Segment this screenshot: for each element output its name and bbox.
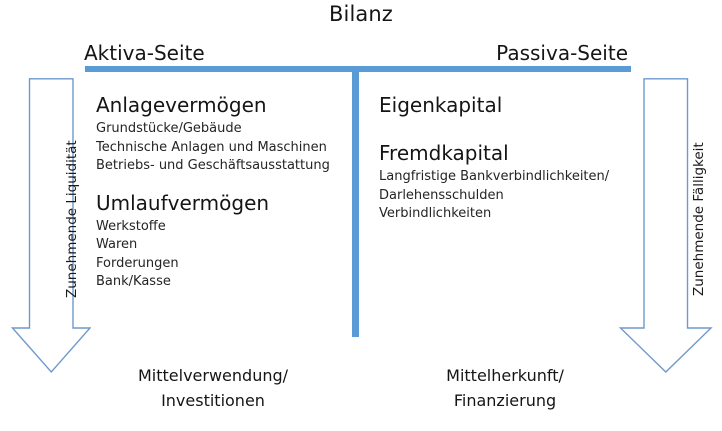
group-title: Eigenkapital: [379, 93, 503, 117]
assets-group-umlaufvermoegen: Umlaufvermögen Werkstoffe Waren Forderun…: [96, 190, 346, 292]
list-item: Grundstücke/Gebäude: [96, 121, 242, 136]
list-item: Betriebs- und Geschäftsausstattung: [96, 158, 330, 173]
maturity-arrow: Zunehmende Fälligkeit: [618, 78, 714, 374]
list-item: Bank/Kasse: [96, 274, 171, 289]
group-item-list: Werkstoffe Waren Forderungen Bank/Kasse: [96, 218, 346, 292]
group-title: Anlagevermögen: [96, 93, 267, 117]
list-item: Technische Anlagen und Maschinen: [96, 139, 327, 155]
liabilities-caption: Mittelherkunft/ Finanzierung: [382, 363, 628, 413]
liabilities-group-eigenkapital: Eigenkapital: [379, 92, 629, 118]
list-item: Langfristige Bankverbindlichkeiten/: [379, 169, 610, 184]
liquidity-arrow: Zunehmende Liquidität: [7, 78, 91, 374]
caption-line-1: Mittelverwendung/: [137, 366, 289, 385]
list-item: Waren: [96, 237, 138, 252]
liabilities-side-heading: Passiva-Seite: [496, 41, 628, 65]
vertical-divider: [352, 66, 359, 337]
group-title: Umlaufvermögen: [96, 190, 270, 215]
list-item: Werkstoffe: [96, 218, 166, 234]
assets-group-anlagevermoegen: Anlagevermögen Grundstücke/Gebäude Techn…: [96, 92, 346, 176]
group-item-list: Grundstücke/Gebäude Technische Anlagen u…: [96, 120, 346, 176]
group-title: Fremdkapital: [379, 141, 509, 165]
assets-column: Anlagevermögen Grundstücke/Gebäude Techn…: [96, 92, 346, 292]
assets-side-heading: Aktiva-Seite: [84, 41, 205, 65]
caption-line-1: Mittelherkunft/: [446, 366, 564, 385]
list-item: Forderungen: [96, 255, 179, 271]
maturity-arrow-label: Zunehmende Fälligkeit: [691, 142, 707, 296]
caption-line-2: Finanzierung: [453, 391, 557, 410]
list-item: Verbindlichkeiten: [379, 206, 492, 221]
liabilities-column: Eigenkapital Fremdkapital Langfristige B…: [379, 92, 629, 224]
caption-line-2: Investitionen: [161, 391, 265, 410]
assets-caption: Mittelverwendung/ Investitionen: [90, 363, 336, 413]
arrow-down-icon: [618, 78, 713, 373]
liabilities-group-fremdkapital: Fremdkapital Langfristige Bankverbindlic…: [379, 140, 629, 224]
arrow-down-icon: [10, 78, 91, 374]
liquidity-arrow-label: Zunehmende Liquidität: [64, 140, 80, 298]
group-item-list: Langfristige Bankverbindlichkeiten/ Darl…: [379, 168, 629, 224]
list-item: Darlehensschulden: [379, 187, 504, 203]
page-title: Bilanz: [329, 2, 393, 26]
